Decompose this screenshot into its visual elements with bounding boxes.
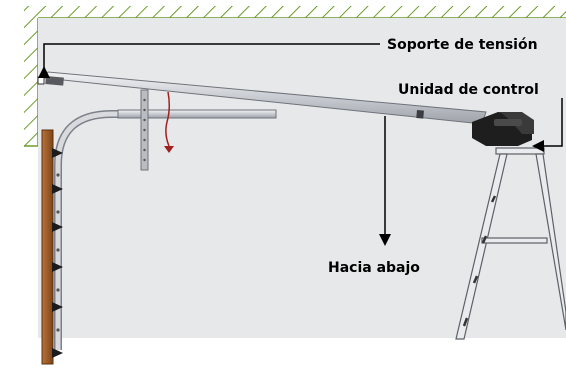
garage-door: [41, 129, 54, 365]
tension-bracket-leader: [38, 43, 380, 78]
door-track: [54, 109, 277, 350]
hanging-bracket: [140, 89, 149, 171]
down-label: Hacia abajo: [328, 260, 420, 276]
tension-bracket-label: Soporte de tensión: [387, 37, 538, 53]
step-ladder: [455, 147, 566, 340]
control-unit-leader: [532, 98, 563, 152]
garage-room: [38, 18, 566, 339]
ceiling-hatch: [24, 6, 566, 19]
release-cord: [164, 91, 174, 153]
door-rollers: [52, 148, 63, 358]
tension-bracket: [37, 76, 45, 85]
control-unit: [472, 112, 534, 146]
wall-hatch: [24, 6, 39, 147]
control-unit-label: Unidad de control: [398, 82, 539, 98]
